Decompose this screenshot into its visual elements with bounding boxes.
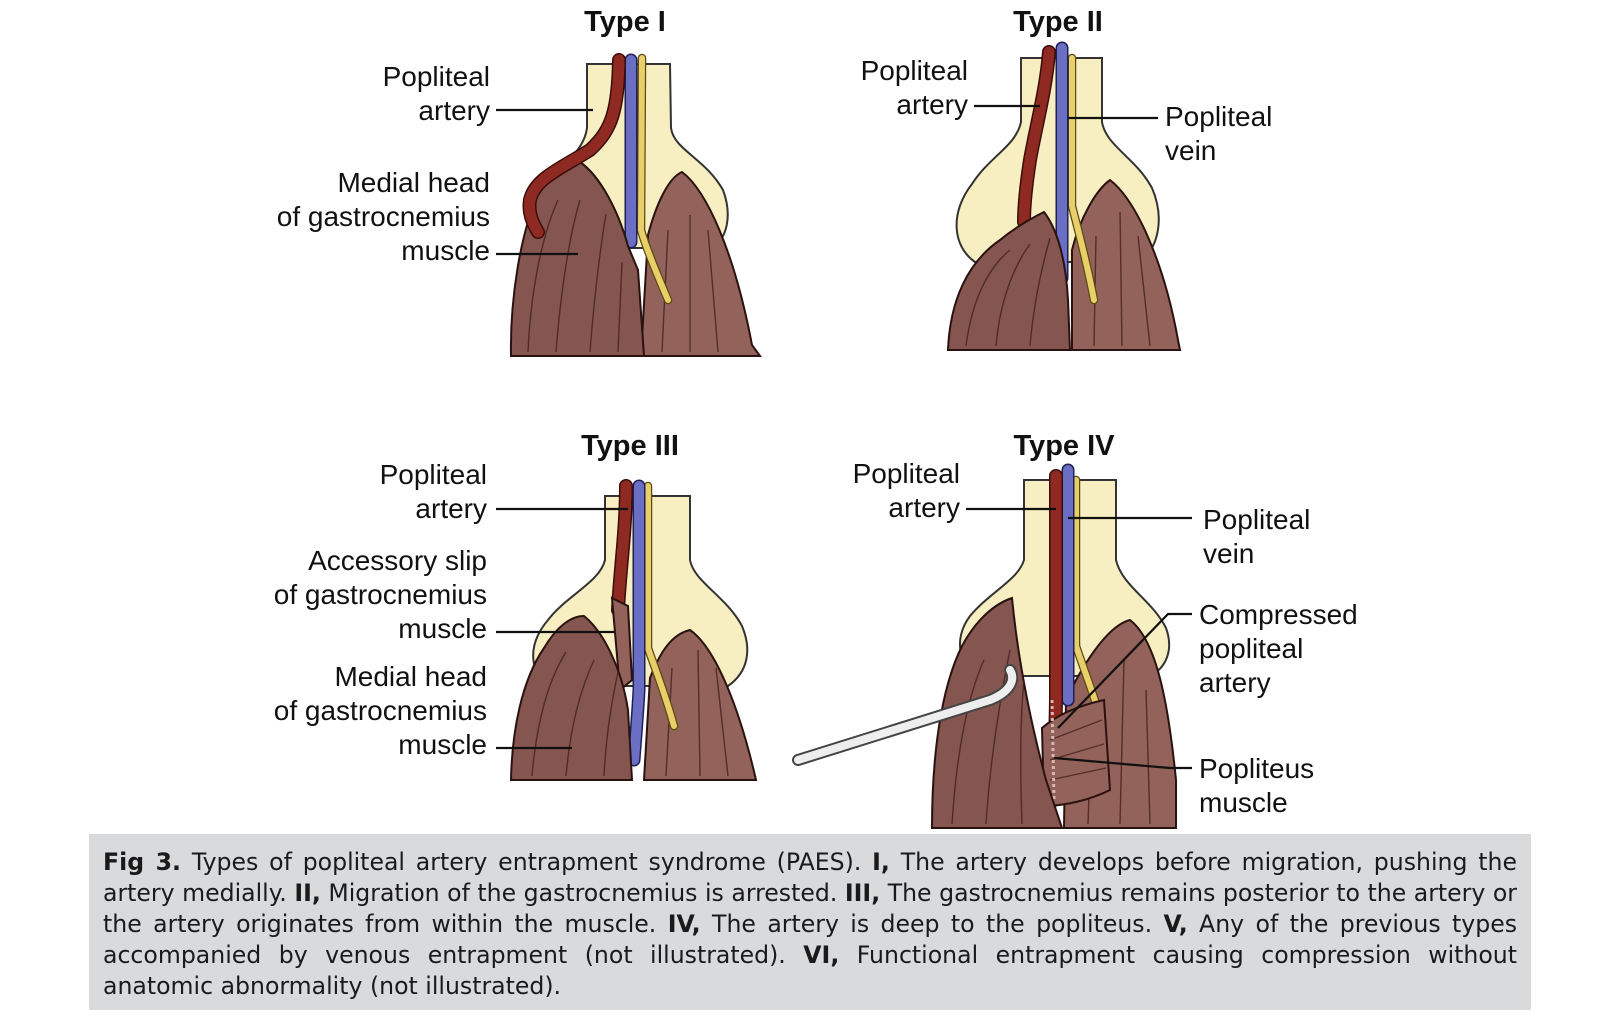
leader-popliteus [1053, 756, 1192, 770]
label-popliteal-artery-2: artery [415, 493, 487, 524]
label-popliteus-1: Popliteus [1199, 753, 1314, 784]
label-compressed-artery-2: popliteal [1199, 633, 1303, 664]
label-compressed-artery-1: Compressed [1199, 599, 1358, 630]
panel-title: Type IV [1014, 430, 1116, 462]
popliteal-artery [611, 479, 633, 617]
label-popliteal-vein-2: vein [1203, 538, 1254, 569]
caption-fig-label: Fig 3. [103, 848, 182, 876]
caption-key-2: II, [294, 879, 321, 907]
caption-key-5: V, [1163, 910, 1188, 938]
label-popliteal-artery-1: Popliteal [853, 458, 960, 489]
popliteal-artery [1017, 45, 1056, 229]
label-popliteal-vein-1: Popliteal [1203, 504, 1310, 535]
label-popliteal-artery-2: artery [888, 492, 960, 523]
panel-type-4: Type IV [792, 430, 1358, 829]
surgical-retractor [792, 664, 1019, 766]
label-popliteal-vein-2: vein [1165, 135, 1216, 166]
nerve [1067, 53, 1099, 305]
leader-compressed-artery [1057, 612, 1192, 729]
caption-key-3: III, [844, 879, 881, 907]
caption-item-6: Functional entrapment causing compressio… [103, 941, 1517, 1000]
nerve [643, 481, 679, 731]
caption-item-4: The artery is deep to the popliteus. [700, 910, 1164, 938]
panel-title: Type III [581, 430, 679, 462]
label-popliteal-artery-1: Popliteal [383, 61, 490, 92]
paes-diagram: Type I Popliteal artery Medial head o [274, 6, 1358, 829]
figure-caption: Fig 3. Types of popliteal artery entrapm… [89, 834, 1531, 1010]
caption-key-4: IV, [667, 910, 701, 938]
label-popliteal-artery-2: artery [418, 95, 490, 126]
caption-text: Fig 3. Types of popliteal artery entrapm… [103, 847, 1517, 1002]
label-medial-head-2: of gastrocnemius [277, 201, 490, 232]
panel-title: Type I [584, 6, 666, 38]
caption-item-2: Migration of the gastrocnemius is arrest… [320, 879, 845, 907]
caption-item-5: Any of the previous types accompanied by… [103, 910, 1518, 969]
panel-type-1: Type I Popliteal artery Medial head o [277, 6, 762, 357]
label-popliteal-vein-1: Popliteal [1165, 101, 1272, 132]
label-popliteal-artery-1: Popliteal [380, 459, 487, 490]
label-accessory-slip-3: muscle [398, 613, 487, 644]
label-accessory-slip-2: of gastrocnemius [274, 579, 487, 610]
panel-title: Type II [1013, 6, 1103, 38]
caption-item-3: The gastrocnemius remains posterior to t… [103, 879, 1517, 938]
nerve [636, 53, 673, 305]
popliteal-artery [522, 53, 626, 239]
caption-intro: Types of popliteal artery entrapment syn… [181, 848, 873, 876]
label-medial-head-1: Medial head [334, 661, 487, 692]
label-popliteal-artery-1: Popliteal [861, 55, 968, 86]
label-popliteal-artery-2: artery [896, 89, 968, 120]
label-medial-head-1: Medial head [337, 167, 490, 198]
label-popliteus-2: muscle [1199, 787, 1288, 818]
accessory-slip-muscle [610, 596, 634, 692]
lateral-head-muscle [639, 170, 762, 357]
label-accessory-slip-1: Accessory slip [308, 545, 487, 576]
label-compressed-artery-3: artery [1199, 667, 1271, 698]
medial-head-muscle [509, 614, 634, 781]
lateral-head-muscle [1071, 178, 1182, 351]
caption-key-1: I, [872, 848, 890, 876]
label-medial-head-3: muscle [401, 235, 490, 266]
caption-item-1: The artery develops before migration, pu… [103, 848, 1517, 907]
popliteal-vein [627, 479, 646, 767]
label-medial-head-2: of gastrocnemius [274, 695, 487, 726]
label-medial-head-3: muscle [398, 729, 487, 760]
caption-key-6: VI, [803, 941, 840, 969]
panel-type-2: Type II Popliteal artery Popliteal ve [861, 6, 1272, 351]
panel-type-3: Type III Popliteal arte [274, 430, 758, 781]
medial-head-muscle [946, 210, 1072, 351]
